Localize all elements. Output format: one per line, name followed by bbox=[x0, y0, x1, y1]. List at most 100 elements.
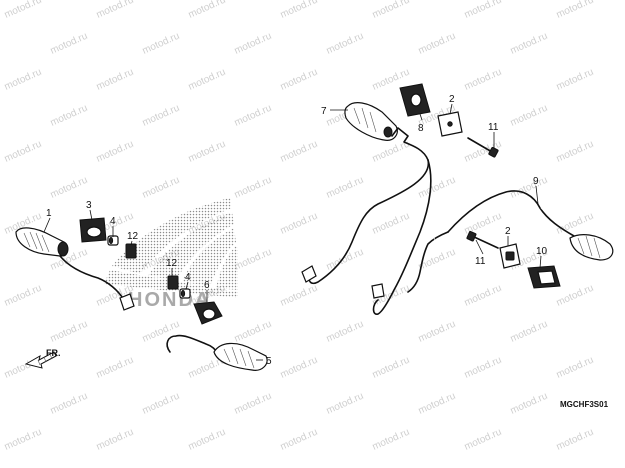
bracket-2-lower bbox=[499, 243, 521, 269]
diagram-code: MGCHF3S01 bbox=[560, 400, 609, 409]
callout-12-upper: 12 bbox=[127, 231, 139, 242]
watermark-text: motod.ru bbox=[325, 247, 366, 273]
bolt-11-upper bbox=[467, 137, 499, 158]
watermark-text: motod.ru bbox=[371, 0, 412, 21]
collar-4-upper bbox=[107, 235, 119, 246]
watermark-text: motod.ru bbox=[279, 0, 320, 21]
watermark-text: motod.ru bbox=[463, 427, 504, 453]
watermark-text: motod.ru bbox=[187, 427, 228, 453]
callout-2-upper: 2 bbox=[449, 94, 455, 105]
watermark-text: motod.ru bbox=[141, 31, 182, 57]
watermark-text: motod.ru bbox=[555, 283, 596, 309]
watermark-text: motod.ru bbox=[49, 175, 90, 201]
front-direction-indicator: FR. bbox=[24, 348, 61, 369]
watermark-text: motod.ru bbox=[555, 0, 596, 21]
callout-3: 3 bbox=[86, 200, 92, 211]
front-left-turn-signal bbox=[15, 227, 135, 311]
watermark-text: motod.ru bbox=[371, 355, 412, 381]
watermark-text: motod.ru bbox=[187, 0, 228, 21]
watermark-text: motod.ru bbox=[371, 427, 412, 453]
watermark-text: motod.ru bbox=[141, 319, 182, 345]
watermark-text: motod.ru bbox=[95, 355, 136, 381]
watermark-text: motod.ru bbox=[555, 139, 596, 165]
watermark-text: motod.ru bbox=[233, 319, 274, 345]
watermark-text: motod.ru bbox=[463, 355, 504, 381]
watermark-text: motod.ru bbox=[49, 103, 90, 129]
rear-right-turn-signal bbox=[407, 190, 614, 293]
watermark-text: motod.ru bbox=[509, 391, 550, 417]
callout-5: 5 bbox=[266, 356, 272, 367]
callout-8: 8 bbox=[418, 123, 424, 134]
watermark-text: motod.ru bbox=[279, 139, 320, 165]
watermark-text: motod.ru bbox=[3, 139, 44, 165]
watermark-text: motod.ru bbox=[3, 67, 44, 93]
callout-2-lower: 2 bbox=[505, 226, 511, 237]
callout-11-lower: 11 bbox=[475, 256, 486, 267]
watermark-text: motod.ru bbox=[417, 391, 458, 417]
callout-12-lower: 12 bbox=[166, 258, 178, 269]
bracket-2-upper bbox=[437, 111, 463, 137]
leader-lines bbox=[43, 103, 542, 361]
callout-7: 7 bbox=[321, 106, 327, 117]
watermark-text: motod.ru bbox=[463, 283, 504, 309]
watermark-text: motod.ru bbox=[371, 211, 412, 237]
watermark-text: motod.ru bbox=[141, 103, 182, 129]
front-direction-label: FR. bbox=[46, 348, 61, 358]
callout-11-upper: 11 bbox=[488, 122, 499, 133]
honda-wing-logo: HONDA bbox=[104, 198, 238, 311]
watermark-text: motod.ru bbox=[509, 175, 550, 201]
watermark-text: motod.ru bbox=[233, 175, 274, 201]
watermark-text: motod.ru bbox=[555, 67, 596, 93]
watermark-text: motod.ru bbox=[325, 31, 366, 57]
watermark-text: motod.ru bbox=[555, 211, 596, 237]
watermark-text: motod.ru bbox=[509, 31, 550, 57]
watermark-text: motod.ru bbox=[95, 67, 136, 93]
watermark-text: motod.ru bbox=[49, 319, 90, 345]
callout-4-lower: 4 bbox=[185, 272, 191, 283]
callout-10: 10 bbox=[536, 246, 548, 257]
watermark-text: motod.ru bbox=[417, 31, 458, 57]
callout-4-upper: 4 bbox=[110, 216, 116, 227]
watermark-text: motod.ru bbox=[233, 391, 274, 417]
watermark-text: motod.ru bbox=[463, 67, 504, 93]
watermark-text: motod.ru bbox=[279, 67, 320, 93]
watermark-text: motod.ru bbox=[49, 31, 90, 57]
callout-6: 6 bbox=[204, 280, 210, 291]
watermark-text: motod.ru bbox=[417, 319, 458, 345]
bolt-11-lower bbox=[466, 230, 499, 249]
nut-12-lower bbox=[167, 275, 179, 290]
rubber-mount-6 bbox=[193, 301, 223, 325]
callout-labels: 1 3 4 12 12 4 6 5 7 8 2 11 9 2 11 10 bbox=[46, 94, 548, 367]
watermark-text: motod.ru bbox=[555, 427, 596, 453]
callout-1: 1 bbox=[46, 208, 52, 219]
rubber-mount-3 bbox=[79, 217, 107, 243]
rubber-mount-10 bbox=[527, 265, 561, 289]
watermark-text: motod.ru bbox=[325, 391, 366, 417]
rubber-mount-8 bbox=[399, 83, 431, 117]
rear-left-turn-signal bbox=[301, 102, 432, 315]
watermark-text: motod.ru bbox=[187, 67, 228, 93]
watermark-text: motod.ru bbox=[3, 0, 44, 21]
watermark-text: motod.ru bbox=[233, 103, 274, 129]
collar-4-lower bbox=[179, 288, 191, 299]
watermark-text: motod.ru bbox=[95, 0, 136, 21]
watermark-text: motod.ru bbox=[509, 103, 550, 129]
watermark-text: motod.ru bbox=[233, 247, 274, 273]
watermark-text: motod.ru bbox=[95, 139, 136, 165]
callout-9: 9 bbox=[533, 176, 539, 187]
watermark-text: motod.ru bbox=[509, 319, 550, 345]
watermark-text: motod.ru bbox=[49, 391, 90, 417]
watermark-text: motod.ru bbox=[325, 175, 366, 201]
watermark-text: motod.ru bbox=[325, 319, 366, 345]
watermark-text: motod.ru bbox=[233, 31, 274, 57]
watermark-text: motod.ru bbox=[279, 427, 320, 453]
watermark-text: motod.ru bbox=[279, 355, 320, 381]
watermark-text: motod.ru bbox=[141, 175, 182, 201]
watermark-text: motod.ru bbox=[3, 427, 44, 453]
front-right-turn-signal bbox=[166, 334, 268, 371]
watermark-text: motod.ru bbox=[3, 283, 44, 309]
watermark-text: motod.ru bbox=[279, 211, 320, 237]
watermark-text: motod.ru bbox=[555, 355, 596, 381]
watermark-text: motod.ru bbox=[463, 0, 504, 21]
